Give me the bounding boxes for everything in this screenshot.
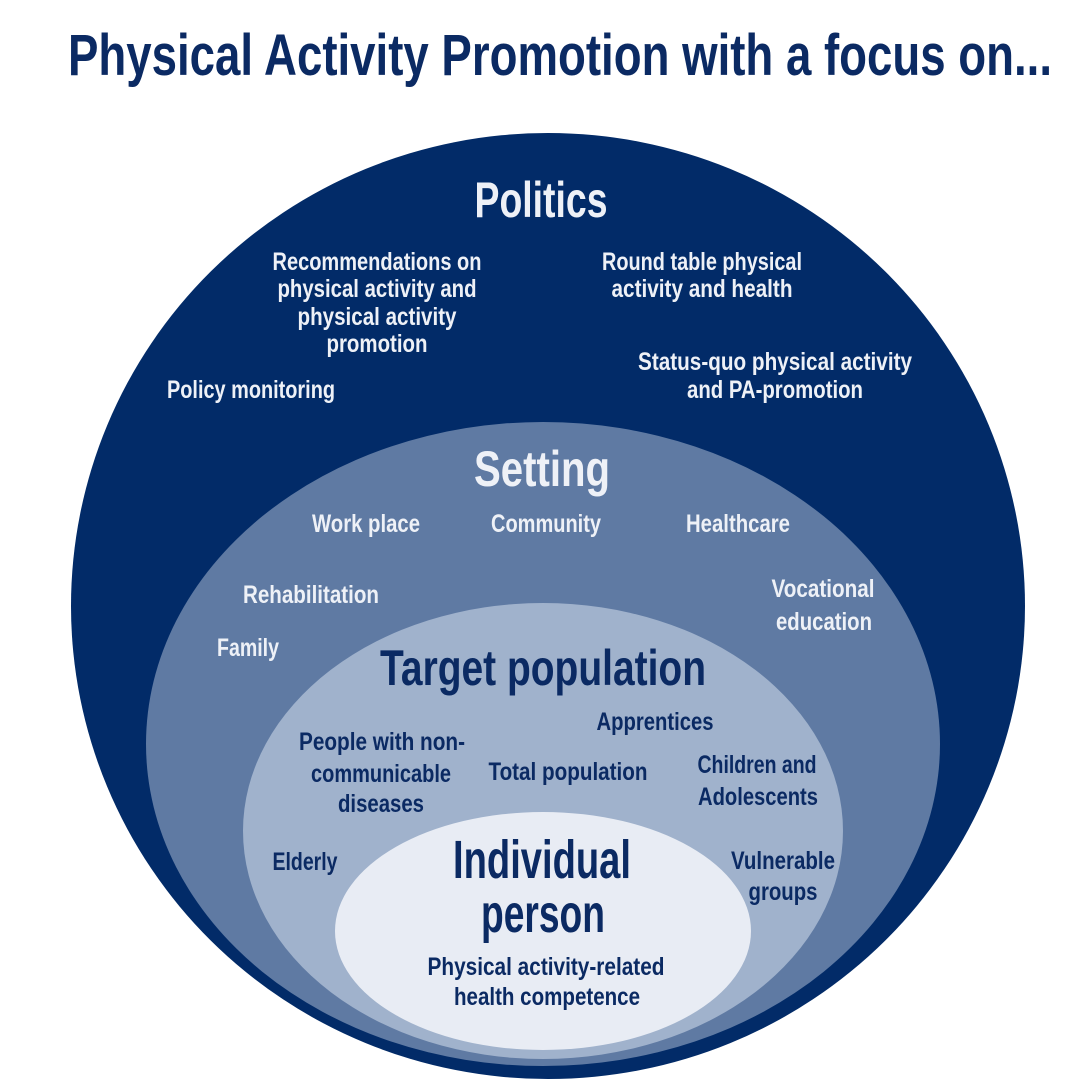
work-place: Work place bbox=[312, 510, 420, 538]
status-quo-line: Status-quo physical activity bbox=[638, 348, 912, 376]
healthcare: Healthcare bbox=[686, 510, 790, 538]
rehabilitation: Rehabilitation bbox=[243, 581, 379, 609]
diagram-title: Physical Activity Promotion with a focus… bbox=[68, 23, 1052, 88]
competence-line: health competence bbox=[454, 983, 640, 1011]
policy-monitoring: Policy monitoring bbox=[167, 376, 335, 404]
elderly: Elderly bbox=[273, 848, 338, 876]
vulnerable-line: Vulnerable bbox=[731, 847, 835, 875]
competence-line: Physical activity-related bbox=[428, 953, 665, 981]
ncd-line: People with non- bbox=[299, 728, 465, 756]
individual-heading: Individual bbox=[453, 830, 631, 890]
recommendations-line: physical activity bbox=[298, 303, 457, 331]
ncd-line: diseases bbox=[338, 790, 424, 818]
individual-person-ellipse bbox=[335, 812, 751, 1050]
setting-heading: Setting bbox=[474, 441, 610, 497]
apprentices: Apprentices bbox=[597, 708, 714, 736]
target-population-heading: Target population bbox=[380, 640, 706, 696]
politics-heading: Politics bbox=[475, 172, 608, 228]
vulnerable-line: groups bbox=[749, 878, 818, 906]
round-table-line: activity and health bbox=[612, 275, 793, 303]
community: Community bbox=[491, 510, 601, 538]
recommendations-line: physical activity and bbox=[278, 275, 477, 303]
recommendations-line: promotion bbox=[327, 330, 428, 358]
family: Family bbox=[217, 634, 279, 662]
children-line: Adolescents bbox=[698, 783, 818, 811]
vocational-line: Vocational bbox=[772, 575, 875, 603]
ncd-line: communicable bbox=[311, 760, 451, 788]
round-table-line: Round table physical bbox=[602, 248, 802, 276]
individual-heading: person bbox=[481, 884, 605, 944]
total-population: Total population bbox=[489, 758, 648, 786]
children-line: Children and bbox=[698, 751, 817, 779]
recommendations-line: Recommendations on bbox=[273, 248, 482, 276]
vocational-line: education bbox=[776, 608, 872, 636]
status-quo-line: and PA-promotion bbox=[687, 376, 863, 404]
